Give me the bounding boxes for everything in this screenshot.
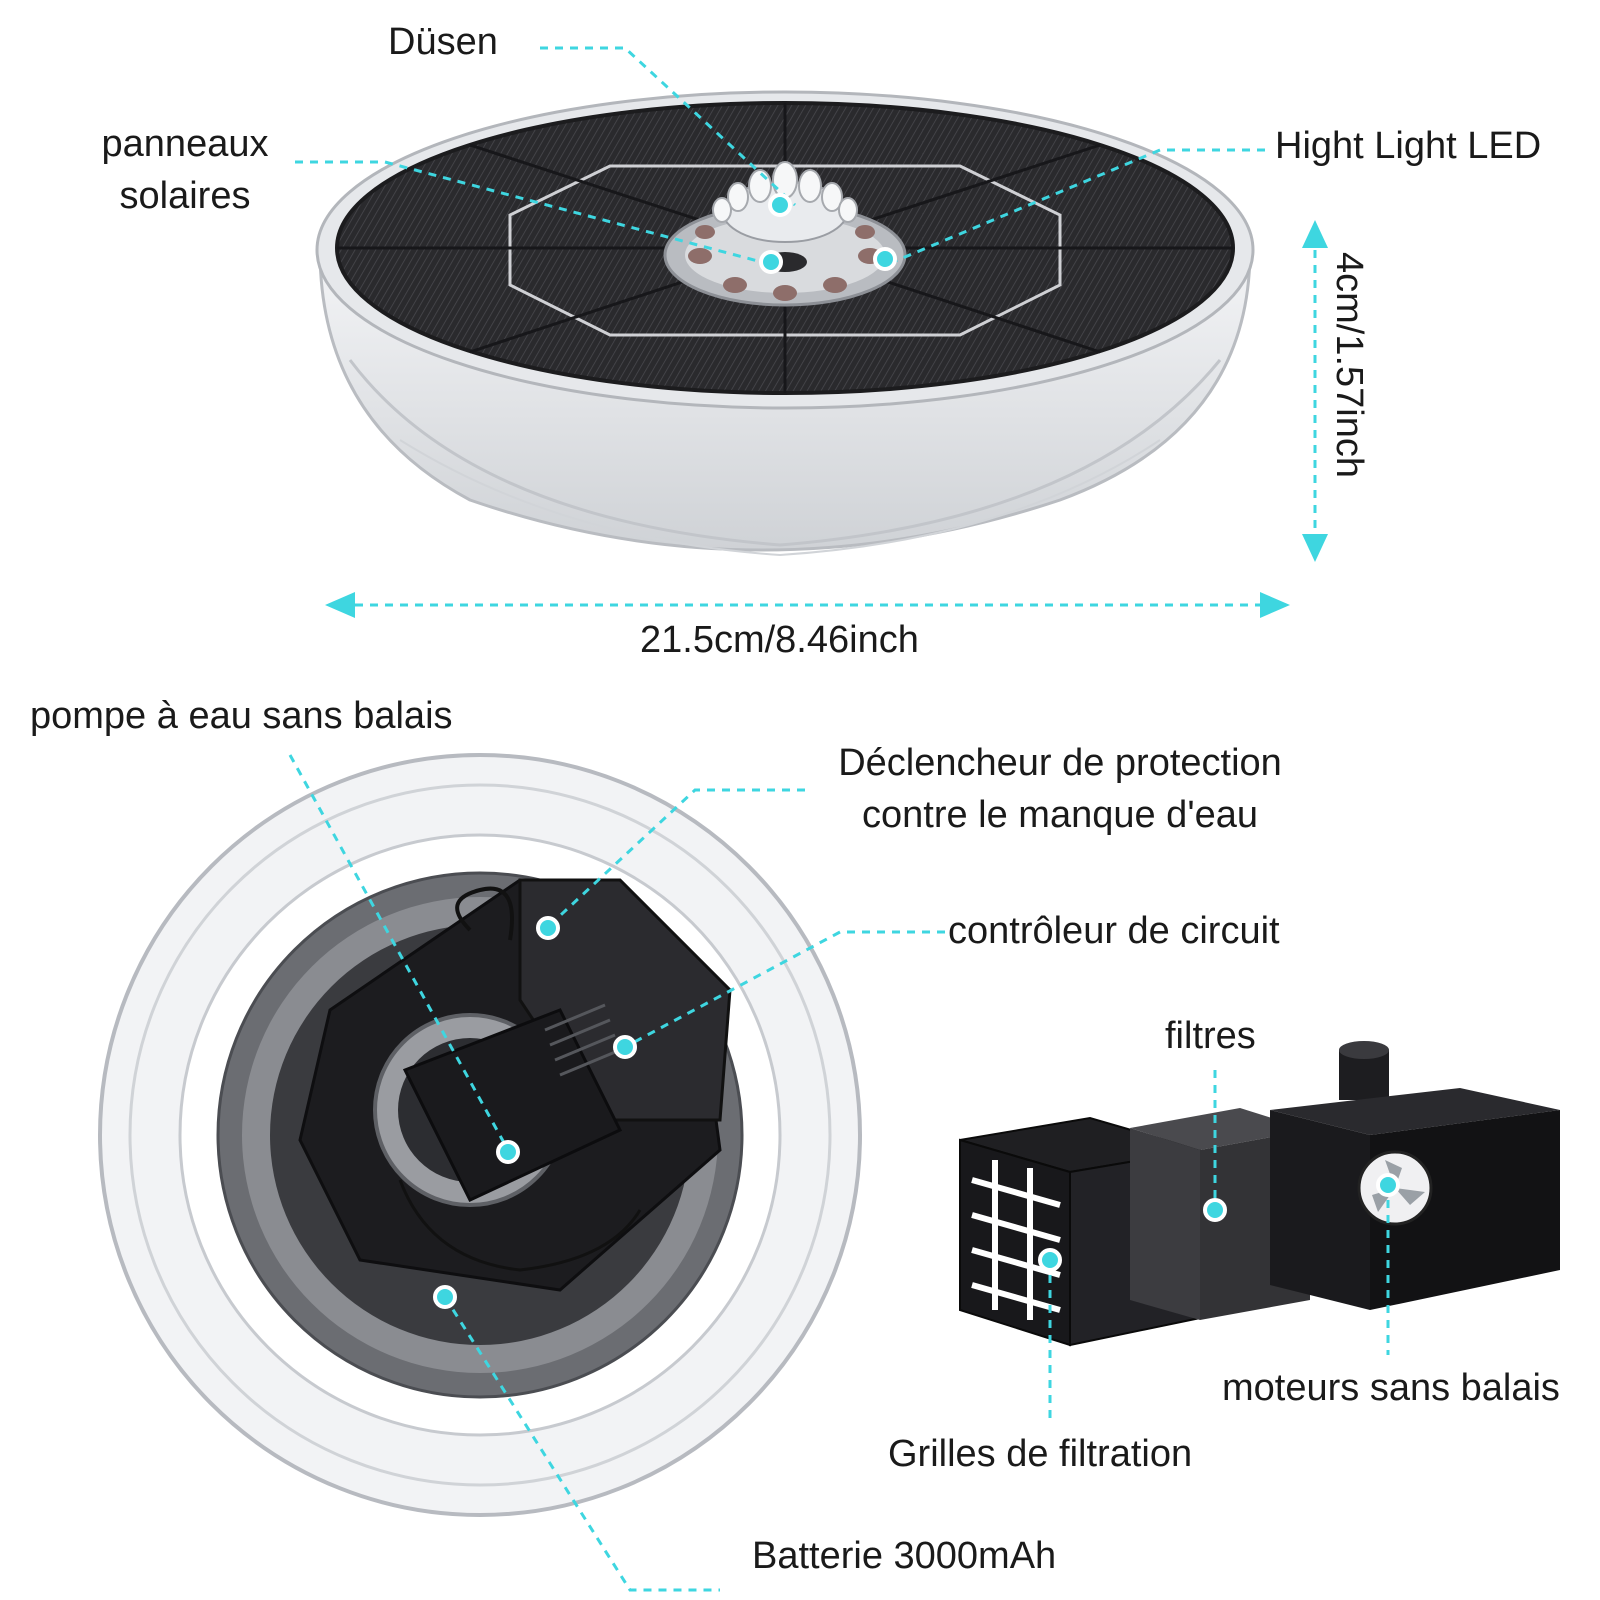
label-trigger-line2: contre le manque d'eau [862, 794, 1258, 836]
label-trigger: Déclencheur de protection contre le manq… [805, 737, 1315, 841]
dimension-arrowheads [325, 220, 1328, 618]
label-solar-panels-line1: panneaux [101, 123, 269, 165]
label-grids: Grilles de filtration [888, 1433, 1193, 1475]
label-filters: filtres [1165, 1015, 1256, 1057]
label-battery: Batterie 3000mAh [752, 1535, 1057, 1577]
callout-lines [288, 46, 1390, 1592]
label-height: 4cm/1.57inch [1328, 252, 1370, 479]
label-led: Hight Light LED [1275, 125, 1542, 167]
pump-module-icon [1270, 1041, 1560, 1310]
solar-fountain-bottom-view-icon [98, 753, 862, 1517]
label-pump: pompe à eau sans balais [30, 695, 453, 737]
label-solar-panels: panneaux solaires [70, 118, 300, 222]
label-motors: moteurs sans balais [1222, 1367, 1560, 1409]
solar-fountain-top-view-icon [315, 90, 1255, 557]
label-width: 21.5cm/8.46inch [640, 619, 919, 661]
label-circuit: contrôleur de circuit [948, 910, 1280, 952]
label-nozzles: Düsen [388, 21, 498, 63]
label-solar-panels-line2: solaires [119, 175, 251, 217]
label-trigger-line1: Déclencheur de protection [838, 742, 1282, 784]
callout-dots [433, 193, 1400, 1309]
